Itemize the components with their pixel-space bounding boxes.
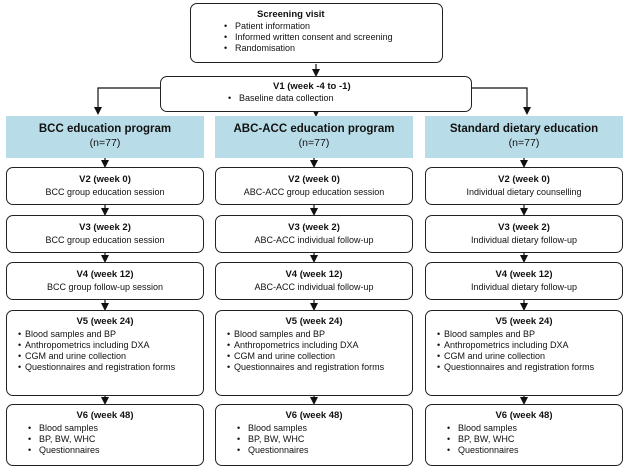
arm-name: BCC education program [38, 123, 172, 135]
arm-header-2: ABC-ACC education program (n=77) [215, 116, 413, 158]
v5-title: V5 (week 24) [285, 316, 343, 327]
v5-list: Blood samples and BPAnthropometrics incl… [430, 329, 622, 373]
v2-description: ABC-ACC group education session [243, 187, 385, 197]
v1-title: V1 (week -4 to -1) [273, 81, 351, 92]
arm-1-v4-box: V4 (week 12) BCC group follow-up session [6, 262, 204, 300]
v2-title: V2 (week 0) [498, 174, 550, 185]
v6-item: Questionnaires [440, 445, 622, 456]
v3-description: ABC-ACC individual follow-up [254, 235, 374, 245]
v4-title: V4 (week 12) [285, 269, 343, 280]
v5-list: Blood samples and BPAnthropometrics incl… [11, 329, 203, 373]
v6-item: BP, BW, WHC [21, 434, 203, 445]
v6-list: Blood samplesBP, BW, WHCQuestionnaires [21, 423, 203, 456]
arrow-v1-arm1 [94, 87, 160, 115]
arm-2-v4-box: V4 (week 12) ABC-ACC individual follow-up [215, 262, 413, 300]
arm-header-3: Standard dietary education (n=77) [425, 116, 623, 158]
arm-count: (n=77) [298, 137, 330, 149]
arm-2-v3-box: V3 (week 2) ABC-ACC individual follow-up [215, 215, 413, 253]
v2-title: V2 (week 0) [79, 174, 131, 185]
arm-3-v4-box: V4 (week 12) Individual dietary follow-up [425, 262, 623, 300]
v4-title: V4 (week 12) [76, 269, 134, 280]
v5-item: CGM and urine collection [430, 351, 622, 362]
v5-item: CGM and urine collection [220, 351, 412, 362]
arm-header-1: BCC education program (n=77) [6, 116, 204, 158]
v5-item: Anthropometrics including DXA [430, 340, 622, 351]
v6-item: Blood samples [21, 423, 203, 434]
v4-description: Individual dietary follow-up [470, 282, 578, 292]
v5-item: Anthropometrics including DXA [220, 340, 412, 351]
v6-title: V6 (week 48) [76, 410, 134, 421]
screening-item: Informed written consent and screening [217, 32, 438, 43]
v6-item: BP, BW, WHC [230, 434, 412, 445]
arm-1-v5-box: V5 (week 24) Blood samples and BPAnthropo… [6, 310, 204, 396]
v5-title: V5 (week 24) [76, 316, 134, 327]
screening-item: Patient information [217, 21, 438, 32]
screening-list: Patient information Informed written con… [217, 21, 438, 54]
v5-item: Questionnaires and registration forms [220, 362, 412, 373]
arm-3-v5-box: V5 (week 24) Blood samples and BPAnthropo… [425, 310, 623, 396]
arrow-v1-arm3 [472, 87, 531, 115]
arm-1-v3-box: V3 (week 2) BCC group education session [6, 215, 204, 253]
v1-list: Baseline data collection [221, 93, 467, 104]
arm-3-v6-box: V6 (week 48) Blood samplesBP, BW, WHCQues… [425, 404, 623, 466]
v6-item: Blood samples [440, 423, 622, 434]
v4-description: ABC-ACC individual follow-up [254, 282, 374, 292]
arm-2-v5-box: V5 (week 24) Blood samples and BPAnthropo… [215, 310, 413, 396]
arm-1-v6-box: V6 (week 48) Blood samplesBP, BW, WHCQues… [6, 404, 204, 466]
v5-item: Blood samples and BP [220, 329, 412, 340]
v2-description: Individual dietary counselling [466, 187, 582, 197]
screening-item: Randomisation [217, 43, 438, 54]
v5-item: CGM and urine collection [11, 351, 203, 362]
v1-box: V1 (week -4 to -1) Baseline data collect… [160, 76, 472, 112]
v6-item: BP, BW, WHC [440, 434, 622, 445]
v3-title: V3 (week 2) [498, 222, 550, 233]
arm-name: ABC-ACC education program [233, 123, 395, 135]
screening-visit-box: Screening visit Patient information Info… [190, 3, 443, 63]
v5-item: Anthropometrics including DXA [11, 340, 203, 351]
v4-description: BCC group follow-up session [46, 282, 164, 292]
v6-title: V6 (week 48) [285, 410, 343, 421]
v5-list: Blood samples and BPAnthropometrics incl… [220, 329, 412, 373]
arm-2-v6-box: V6 (week 48) Blood samplesBP, BW, WHCQues… [215, 404, 413, 466]
arm-2-v2-box: V2 (week 0) ABC-ACC group education sessi… [215, 167, 413, 205]
v3-description: BCC group education session [45, 235, 165, 245]
screening-title: Screening visit [257, 9, 325, 20]
v6-item: Questionnaires [21, 445, 203, 456]
v5-item: Questionnaires and registration forms [430, 362, 622, 373]
v3-title: V3 (week 2) [79, 222, 131, 233]
arm-3-v3-box: V3 (week 2) Individual dietary follow-up [425, 215, 623, 253]
v6-item: Questionnaires [230, 445, 412, 456]
v2-title: V2 (week 0) [288, 174, 340, 185]
arm-name: Standard dietary education [449, 123, 599, 135]
arm-count: (n=77) [508, 137, 540, 149]
arm-3-v2-box: V2 (week 0) Individual dietary counsellin… [425, 167, 623, 205]
v3-description: Individual dietary follow-up [470, 235, 578, 245]
v6-list: Blood samplesBP, BW, WHCQuestionnaires [440, 423, 622, 456]
v6-item: Blood samples [230, 423, 412, 434]
v5-item: Questionnaires and registration forms [11, 362, 203, 373]
arm-count: (n=77) [89, 137, 121, 149]
v4-title: V4 (week 12) [495, 269, 553, 280]
v3-title: V3 (week 2) [288, 222, 340, 233]
v6-title: V6 (week 48) [495, 410, 553, 421]
v5-title: V5 (week 24) [495, 316, 553, 327]
v2-description: BCC group education session [45, 187, 165, 197]
v5-item: Blood samples and BP [430, 329, 622, 340]
v1-item: Baseline data collection [221, 93, 467, 104]
v5-item: Blood samples and BP [11, 329, 203, 340]
arm-1-v2-box: V2 (week 0) BCC group education session [6, 167, 204, 205]
v6-list: Blood samplesBP, BW, WHCQuestionnaires [230, 423, 412, 456]
